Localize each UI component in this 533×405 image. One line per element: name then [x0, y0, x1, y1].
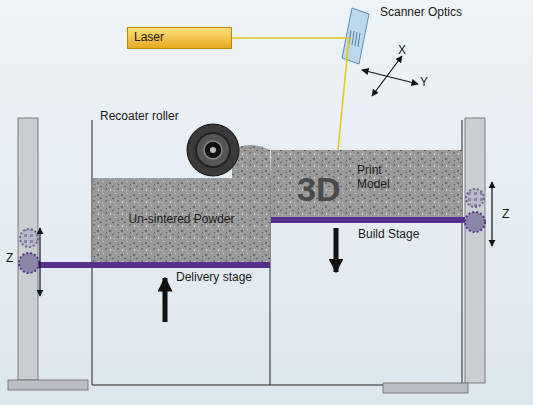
node-text: Print Model [357, 164, 405, 192]
node-text: Laser [134, 31, 164, 45]
axis-label: X [398, 44, 406, 58]
node-text: Scanner Optics [380, 6, 462, 20]
part-label: Build Stage [358, 228, 419, 242]
laser-box: Laser [127, 27, 232, 49]
watermark: 3D [297, 170, 340, 209]
axis-label: Z [502, 208, 509, 222]
axis-label: Z [6, 252, 13, 266]
node-text: Un-sintered Powder [128, 213, 234, 227]
axis-label: Y [420, 76, 428, 90]
laser-beam [338, 38, 349, 150]
powder-region: Un-sintered Powder [93, 178, 270, 262]
part-label: Recoater roller [100, 110, 179, 124]
part-label: Delivery stage [176, 271, 252, 285]
laser-beam [232, 37, 349, 39]
build-region: 3D Print Model [271, 150, 462, 217]
